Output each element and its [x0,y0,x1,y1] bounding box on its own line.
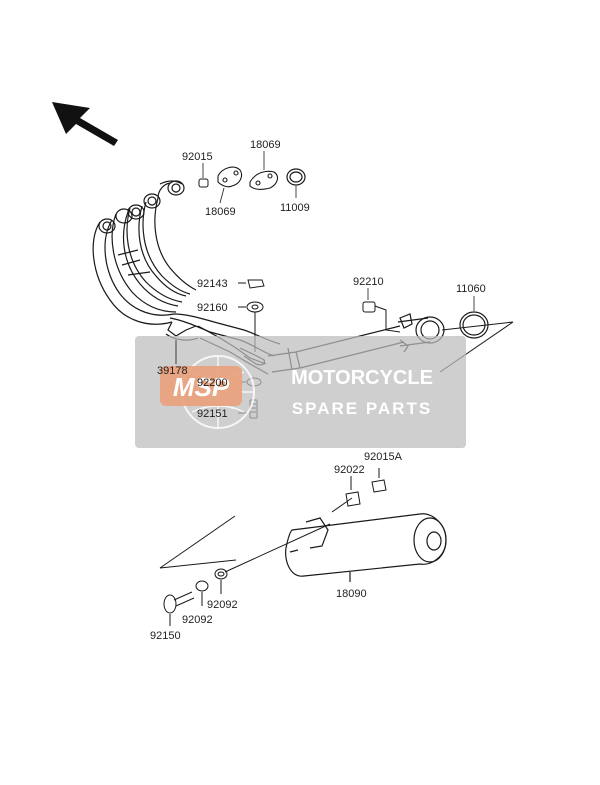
gasket-92015 [198,178,209,188]
label-39178: 39178 [157,365,188,377]
label-92150: 92150 [150,630,181,642]
muffler-18090 [285,513,447,582]
nut-92015A [371,468,387,493]
gasket-ring-11009 [286,168,306,186]
label-18069-bottom: 18069 [205,206,236,218]
leader-lines [175,151,475,364]
label-92015A: 92015A [364,451,403,463]
watermark-line2: SPARE PARTS [292,399,432,418]
arrow-up-left-icon [52,102,118,146]
label-18069-top: 18069 [250,139,281,151]
flange-18069-a [217,166,243,188]
bolt-92210 [362,301,401,333]
label-92022: 92022 [334,464,365,476]
watermark-logo-box [160,366,242,406]
label-92151: 92151 [197,408,228,420]
nut-92143 [238,279,265,289]
watermark: MSP MOTORCYCLE SPARE PARTS [135,336,466,448]
part-labels: 92015 18069 18069 11009 92143 92160 9221… [150,139,486,642]
damper-92022 [345,476,361,507]
label-92143: 92143 [197,278,228,290]
label-92210: 92210 [353,276,384,288]
label-92092-left: 92092 [182,614,213,626]
label-92092-right: 92092 [207,599,238,611]
label-92160: 92160 [197,302,228,314]
watermark-line1: MOTORCYCLE [291,367,433,389]
collar-92092-a [214,568,228,594]
label-11060: 11060 [456,283,486,295]
label-92200: 92200 [197,377,228,389]
bolt-92150 [163,591,195,626]
collar-92092-b [195,580,209,606]
flange-18069-b [249,170,279,190]
label-11009: 11009 [280,202,310,214]
label-92015: 92015 [182,151,213,163]
label-18090: 18090 [336,588,367,600]
watermark-logo: MSP [173,372,230,402]
